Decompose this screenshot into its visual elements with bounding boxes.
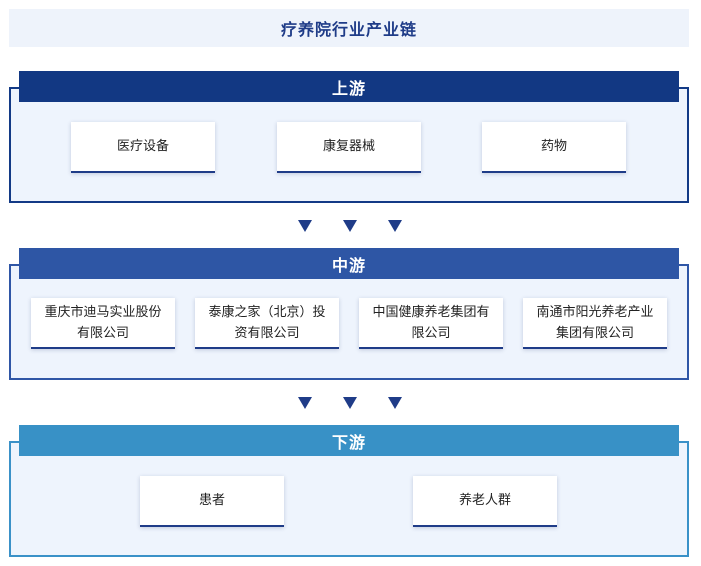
down-arrows-2	[290, 393, 410, 413]
upstream-card-medical-equipment: 医疗设备	[71, 122, 215, 173]
arrow-down-icon	[298, 220, 312, 232]
midstream-header: 中游	[19, 248, 679, 279]
arrow-down-icon	[343, 397, 357, 409]
upstream-header: 上游	[19, 71, 679, 102]
downstream-section	[9, 441, 689, 557]
upstream-card-rehab-devices: 康复器械	[277, 122, 421, 173]
arrow-down-icon	[343, 220, 357, 232]
midstream-card-china-health: 中国健康养老集团有限公司	[359, 298, 503, 349]
diagram-title: 疗养院行业产业链	[9, 9, 689, 47]
arrow-down-icon	[298, 397, 312, 409]
down-arrows-1	[290, 216, 410, 236]
upstream-card-drugs: 药物	[482, 122, 626, 173]
downstream-header: 下游	[19, 425, 679, 456]
downstream-card-patients: 患者	[140, 476, 284, 527]
midstream-card-nantong-sunshine: 南通市阳光养老产业集团有限公司	[523, 298, 667, 349]
midstream-card-taikang: 泰康之家（北京）投资有限公司	[195, 298, 339, 349]
midstream-card-dima: 重庆市迪马实业股份有限公司	[31, 298, 175, 349]
downstream-card-elderly: 养老人群	[413, 476, 557, 527]
arrow-down-icon	[388, 220, 402, 232]
arrow-down-icon	[388, 397, 402, 409]
